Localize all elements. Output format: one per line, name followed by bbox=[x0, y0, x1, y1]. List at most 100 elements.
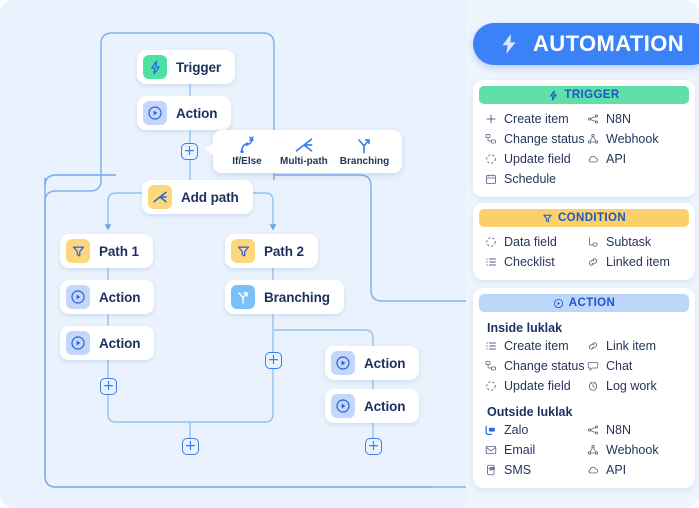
add-step-button-merge[interactable]: + bbox=[182, 438, 199, 455]
tooltip-item-label: If/Else bbox=[232, 156, 262, 167]
flow-canvas[interactable]: Trigger Action + If/Else bbox=[0, 0, 466, 508]
step-type-tooltip[interactable]: If/Else Multi-path Branching bbox=[205, 130, 403, 173]
option-label: API bbox=[606, 463, 627, 477]
option-link-item[interactable]: Link item bbox=[585, 336, 687, 356]
palette-sidebar: AUTOMATION TRIGGER Create item bbox=[470, 0, 699, 508]
option-n8n[interactable]: N8N bbox=[585, 109, 687, 129]
dashed-circle-icon bbox=[483, 152, 498, 167]
node-path1-action-1[interactable]: Action bbox=[60, 280, 155, 314]
option-label: Change status bbox=[504, 132, 585, 146]
node-path2-action-1[interactable]: Action bbox=[325, 346, 420, 380]
option-api[interactable]: API bbox=[585, 149, 687, 169]
option-chat[interactable]: Chat bbox=[585, 356, 687, 376]
option-checklist[interactable]: Checklist bbox=[483, 252, 585, 272]
option-label: Create item bbox=[504, 339, 569, 353]
clock-hand-icon bbox=[585, 379, 600, 394]
node-branching[interactable]: Branching bbox=[225, 280, 344, 314]
play-icon bbox=[143, 101, 167, 125]
share-nodes-icon bbox=[585, 423, 600, 438]
option-schedule[interactable]: Schedule bbox=[483, 169, 687, 189]
add-step-button-branch[interactable]: + bbox=[265, 352, 282, 369]
multipath-icon bbox=[295, 138, 313, 152]
trigger-options: Create item N8N Change status bbox=[479, 104, 689, 189]
zalo-icon bbox=[483, 423, 498, 438]
panel-title: TRIGGER bbox=[564, 89, 620, 101]
plus-icon: + bbox=[183, 143, 196, 159]
tooltip-arrow bbox=[205, 142, 214, 156]
node-label: Path 2 bbox=[264, 243, 304, 259]
node-label: Branching bbox=[264, 289, 330, 305]
option-label: Change status bbox=[504, 359, 585, 373]
node-trigger[interactable]: Trigger bbox=[137, 50, 236, 84]
calendar-icon bbox=[483, 172, 498, 187]
option-subtask[interactable]: Subtask bbox=[585, 232, 687, 252]
branch-icon bbox=[231, 285, 255, 309]
node-label: Trigger bbox=[176, 59, 222, 75]
tooltip-item-label: Multi-path bbox=[280, 156, 328, 167]
node-path-1[interactable]: Path 1 bbox=[60, 234, 153, 268]
option-label: API bbox=[606, 152, 627, 166]
plus-icon: + bbox=[102, 378, 115, 394]
node-label: Action bbox=[364, 355, 406, 371]
play-icon bbox=[66, 285, 90, 309]
option-webhook[interactable]: Webhook bbox=[585, 440, 687, 460]
option-label: N8N bbox=[606, 112, 632, 126]
option-n8n[interactable]: N8N bbox=[585, 420, 687, 440]
option-update-field[interactable]: Update field bbox=[483, 149, 585, 169]
bolt-icon bbox=[143, 55, 167, 79]
bolt-icon bbox=[502, 34, 516, 54]
option-log-work[interactable]: Log work bbox=[585, 376, 687, 396]
option-label: Data field bbox=[504, 235, 557, 249]
option-data-field[interactable]: Data field bbox=[483, 232, 585, 252]
option-label: Link item bbox=[606, 339, 657, 353]
option-zalo[interactable]: Zalo bbox=[483, 420, 585, 440]
add-step-button-path2[interactable]: + bbox=[365, 438, 382, 455]
tooltip-item-branching[interactable]: Branching bbox=[334, 135, 395, 167]
tooltip-item-if-else[interactable]: If/Else bbox=[220, 135, 274, 167]
node-label: Action bbox=[364, 398, 406, 414]
bolt-icon bbox=[548, 89, 559, 101]
panel-title: ACTION bbox=[568, 297, 616, 309]
checklist-icon bbox=[483, 255, 498, 270]
action-panel: ACTION Inside luklak Create item Link it… bbox=[473, 288, 695, 488]
option-sms[interactable]: SMS bbox=[483, 460, 585, 480]
option-label: Create item bbox=[504, 112, 569, 126]
option-update-field[interactable]: Update field bbox=[483, 376, 585, 396]
option-linked-item[interactable]: Linked item bbox=[585, 252, 687, 272]
add-step-button-path1[interactable]: + bbox=[100, 378, 117, 395]
automation-title: AUTOMATION bbox=[533, 31, 685, 56]
node-path1-action-2[interactable]: Action bbox=[60, 326, 155, 360]
option-label: Checklist bbox=[504, 255, 555, 269]
add-step-button-main[interactable]: + bbox=[181, 143, 198, 160]
node-add-path[interactable]: Add path bbox=[142, 180, 253, 214]
option-label: Schedule bbox=[504, 172, 557, 186]
checklist-icon bbox=[483, 339, 498, 354]
filter-icon bbox=[542, 213, 553, 224]
option-label: Webhook bbox=[606, 443, 659, 457]
option-change-status[interactable]: Change status bbox=[483, 129, 585, 149]
option-api[interactable]: API bbox=[585, 460, 687, 480]
option-label: Chat bbox=[606, 359, 633, 373]
node-action-main[interactable]: Action bbox=[137, 96, 232, 130]
node-label: Action bbox=[99, 289, 141, 305]
option-email[interactable]: Email bbox=[483, 440, 585, 460]
tooltip-item-multi-path[interactable]: Multi-path bbox=[274, 135, 334, 167]
option-label: SMS bbox=[504, 463, 532, 477]
tooltip-item-label: Branching bbox=[339, 156, 390, 167]
sms-icon bbox=[483, 463, 498, 478]
action-inside-group: Inside luklak Create item Link item bbox=[479, 312, 689, 396]
node-path2-action-2[interactable]: Action bbox=[325, 389, 420, 423]
option-create-item[interactable]: Create item bbox=[483, 336, 585, 356]
dashed-circle-icon bbox=[483, 235, 498, 250]
link-icon bbox=[585, 339, 600, 354]
option-label: Log work bbox=[606, 379, 657, 393]
node-path-2[interactable]: Path 2 bbox=[225, 234, 318, 268]
option-create-item[interactable]: Create item bbox=[483, 109, 585, 129]
flow-icon bbox=[483, 359, 498, 374]
plus-icon: + bbox=[367, 438, 380, 454]
option-label: Linked item bbox=[606, 255, 670, 269]
panel-title: CONDITION bbox=[557, 212, 627, 224]
option-webhook[interactable]: Webhook bbox=[585, 129, 687, 149]
option-change-status[interactable]: Change status bbox=[483, 356, 585, 376]
